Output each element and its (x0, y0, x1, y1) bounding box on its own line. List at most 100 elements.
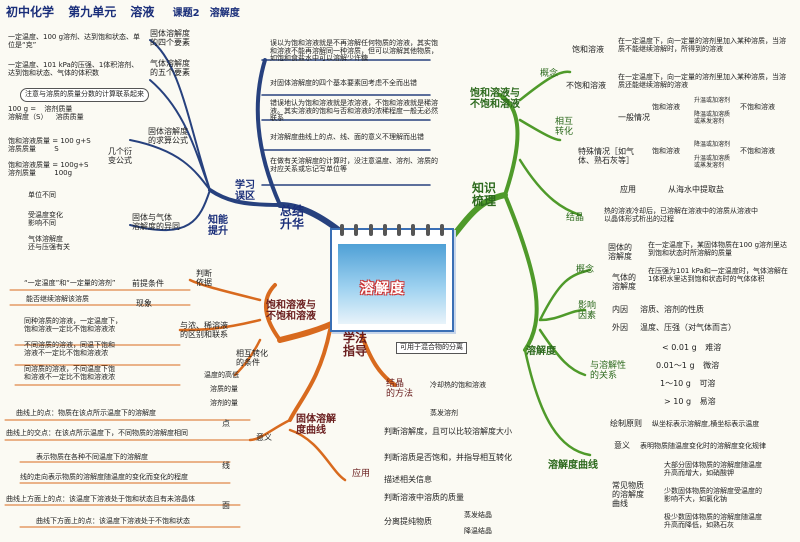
formula-1: 100 g = 溶剂质量 溶解度（S） 溶质质量 (8, 105, 84, 121)
binder-rings (340, 224, 444, 236)
k-factors: 影响 因素 (578, 301, 597, 321)
k-range-3-class: 可溶 (699, 379, 716, 388)
m-apply-2: 判断溶质是否饱和，并指导相互转化 (384, 453, 512, 462)
m-sep-1: 蒸发结晶 (464, 511, 492, 519)
k-outer-text: 温度、压强（对气体而言） (640, 323, 736, 332)
method-crystal-branch (358, 328, 397, 387)
k-convert-label: 相互 转化 (555, 117, 574, 137)
formula-1-left-bottom: 溶解度（S） (8, 112, 48, 121)
k-range-1: < 0.01 g 难溶 (662, 343, 722, 353)
k-unsat-solution: 不饱和溶液 (566, 81, 606, 90)
method-curve-branch (288, 328, 332, 422)
k-apply-text: 从海水中提取盐 (668, 185, 724, 194)
k-range-2-value: 0.01～1 g (656, 361, 695, 370)
k-outer: 外因 (612, 323, 628, 332)
mistake-item-3: 错误地认为饱和溶液就是浓溶液，不饱和溶液就是稀溶液。其实溶液的饱和与否和溶液的浓… (270, 99, 438, 123)
solubility-branch (503, 193, 539, 352)
four-elements-label: 固体溶解度 的四个要素 (150, 29, 190, 47)
m-cond-2: 溶质的量 (210, 385, 238, 393)
m-crystal-2: 蒸发溶剂 (430, 409, 458, 417)
k-meaning-text: 表明物质随温度变化时的溶解度变化规律 (640, 442, 766, 450)
gas-five-label: 气体溶解度 的五个要素 (150, 59, 190, 77)
solubility-subbranches (523, 268, 592, 457)
k-conv-down: 降温或加溶质 或蒸发溶剂 (694, 111, 731, 125)
diff-item-2: 受温度变化 影响不同 (28, 211, 63, 227)
m-sep-2: 降温结晶 (464, 527, 492, 535)
lab-glassware-image (338, 244, 446, 324)
m-apply-1: 判断溶解度，且可以比较溶解度大小 (384, 427, 512, 436)
gas-five-text: 一定温度、101 kPa的压强、1体积溶剂、达到饱和状态、气体的体积数 (8, 61, 139, 77)
m-apply-5: 分离提纯物质 (384, 517, 432, 526)
k-draw: 绘制原则 (610, 419, 642, 428)
k-range-2: 0.01～1 g 微溶 (656, 361, 720, 371)
mistake-item-5: 在做有关溶解度的计算时，没注意温度、溶剂、溶质的对应关系或忘记写单位等 (270, 157, 438, 173)
k-conv-up: 升温或加溶剂 (694, 97, 731, 104)
k-range-4-class: 易溶 (699, 397, 716, 406)
mistake-item-4: 对溶解度曲线上的点、线、面的意义不理解而出错 (270, 133, 424, 141)
formula-3-right-bottom: 100g (54, 168, 73, 177)
calc-label: 固体溶解度 的求算公式 (148, 127, 188, 145)
m-surface-2: 曲线下方面上的点：该温度下溶液处于不饱和状态 (36, 517, 190, 525)
m-sat-label: 饱和溶液与 不饱和溶液 (266, 300, 316, 322)
header-lesson: 课题2 (172, 8, 200, 19)
method-sat-branch (263, 283, 282, 342)
formula-1-left-top: 100 g (8, 105, 29, 113)
k-range-2-class: 微溶 (703, 361, 720, 370)
formula-2-right-bottom: S (54, 144, 59, 153)
m-surface-1: 曲线上方面上的点：该温度下溶液处于饱和状态且有未溶晶体 (6, 495, 195, 503)
hub-summary: 总结 升华 (280, 204, 305, 232)
center-card: 溶解度 (330, 224, 454, 332)
k-inner: 内因 (612, 305, 628, 314)
diff-item-3: 气体溶解度 还与压强有关 (28, 235, 70, 251)
m-point-2: 曲线上的交点：在该点所示温度下，不同物质的溶解度相同 (6, 429, 188, 437)
k-inner-text: 溶质、溶剂的性质 (640, 305, 704, 314)
m-rel-1: 同种溶质的溶液，一定温度下， 饱和溶液一定比不饱和溶液浓 (24, 317, 122, 333)
formula-1-right-bottom: 溶质质量 (55, 112, 84, 121)
k-meaning: 意义 (614, 441, 630, 450)
hub-knowledge-branch (447, 192, 508, 243)
variants-label: 几个衍 变公式 (108, 147, 132, 165)
m-premise: 前提条件 (132, 279, 164, 288)
method-leaves (4, 289, 251, 528)
k-range-1-value: < 0.01 g (662, 343, 697, 352)
header-unit: 第九单元 (68, 5, 117, 19)
mistake-item-1: 误以为饱和溶液就是不再溶解任何物质的溶液，其实饱和溶液不能再溶解同一种溶质，但可… (270, 39, 438, 63)
m-surface: 面 (222, 501, 230, 510)
k-unsat-word-2: 不饱和溶液 (740, 147, 775, 155)
header-lesson-title: 溶解度 (209, 8, 240, 19)
k-sat-word-1: 饱和溶液 (652, 103, 680, 111)
header-subject: 初中化学 (6, 5, 55, 19)
m-apply: 应用 (352, 469, 371, 479)
m-point: 点 (222, 419, 230, 428)
m-line-2: 线的走向表示物质的溶解度随温度的变化而变化的程度 (20, 473, 188, 481)
k-unsat-def: 在一定温度下，向一定量的溶剂里加入某种溶质，当溶质还能继续溶解的溶液 (618, 73, 786, 89)
k-sat-def: 在一定温度下，向一定量的溶剂里加入某种溶质，当溶质不能继续溶解时，所得到的溶液 (618, 37, 786, 53)
m-curve: 固体溶解 度曲线 (296, 414, 336, 436)
formula-3-left-top: 饱和溶液质量 (8, 161, 50, 169)
k-solid-def: 在一定温度下，某固体物质在100 g溶剂里达到饱和状态时所溶解的质量 (648, 241, 788, 257)
formula-2-left-top: 饱和溶液质量 (8, 137, 50, 145)
formula-3: 饱和溶液质量 = 100g+S 溶剂质量 100g (8, 161, 89, 177)
mistake-leaves (261, 59, 431, 186)
k-range-1-class: 难溶 (705, 343, 722, 352)
k-sat-label: 饱和溶液与 不饱和溶液 (470, 88, 520, 110)
m-rel-2: 不同溶质的溶液，同温下饱和 溶液不一定比不饱和溶液浓 (24, 341, 115, 357)
sat-branch (498, 93, 520, 197)
m-apply-3: 描述相关信息 (384, 475, 432, 484)
m-crystal-note: 可用于混合物的分离 (396, 342, 467, 354)
mistake-item-2: 对固体溶解度的四个基本要素回考虑不全而出错 (270, 79, 417, 87)
formula-2-left-bottom: 溶质质量 (8, 144, 36, 153)
mistake-branch (255, 58, 282, 207)
k-solid-sol: 固体的 溶解度 (608, 243, 632, 261)
k-range-3: 1～10 g 可溶 (660, 379, 716, 389)
k-crystal: 结晶 (566, 213, 585, 223)
m-relation: 与浓、稀溶液 的区别和联系 (180, 321, 228, 339)
formula-2-right-top: 100 g+S (60, 137, 91, 145)
m-judge: 判断 依据 (196, 269, 212, 287)
header: 初中化学 第九单元 溶液 课题2 溶解度 (6, 5, 240, 19)
k-general: 一般情况 (618, 113, 650, 122)
k-common-3: 极少数固体物质的溶解度随温度 升高而降低，如熟石灰 (664, 513, 762, 529)
m-crystal-1: 冷却热的饱和溶液 (430, 381, 486, 389)
diff-label: 固体与气体 溶解度的异同 (132, 213, 180, 231)
mistakes-label: 学习 误区 (235, 180, 255, 202)
